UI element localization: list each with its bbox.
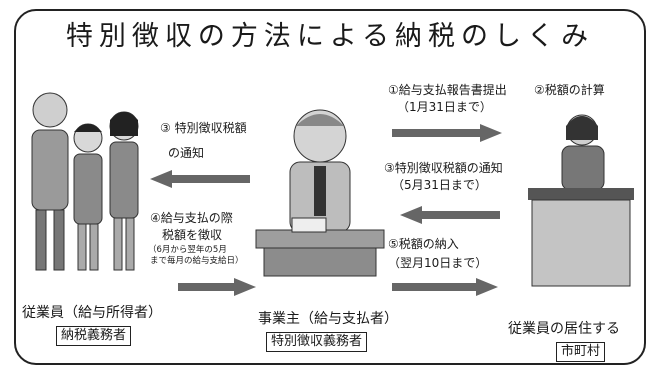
arrow-withholding-to-employer [178,278,256,296]
step3-city-date: （5月31日まで） [392,178,487,192]
step4-note-line2: まで毎月の給与支給日） [150,256,244,266]
step3-employee-title: ③ 特別徴収税額 [160,121,247,135]
step4-note-line1: （6月から翌年の5月 [148,245,227,255]
diagram-title: 特別徴収の方法による納税のしくみ [65,21,595,52]
arrow-notice-to-employees [150,170,250,188]
employer-role-label: 事業主（給与支払者） [258,311,398,327]
step3-city-title: ③特別徴収税額の通知 [384,161,503,175]
employer-status-box: 特別徴収義務者 [266,332,368,352]
step4-title: ④給与支払の際 [150,211,233,225]
employee-status-box: 納税義務者 [56,326,132,346]
step1-date: （1月31日まで） [397,100,492,114]
arrow-report-to-city [392,124,502,142]
step2-title: ②税額の計算 [534,83,605,97]
step3-employee-sub: の通知 [168,146,205,160]
step1-title: ①給与支払報告書提出 [388,83,507,97]
employer-illustration [255,109,385,277]
step4-sub: 税額を徴収 [162,228,223,242]
city-illustration [528,114,634,287]
diagram-frame [14,9,646,365]
city-role-label: 従業員の居住する [508,321,620,337]
arrow-payment-to-city [392,278,498,296]
step5-date: （翌月10日まで） [388,256,488,270]
employee-role-label: 従業員（給与所得者） [22,305,162,321]
step5-title: ⑤税額の納入 [388,237,459,251]
arrow-notice-to-employer [400,206,500,224]
city-status-box: 市町村 [556,342,606,362]
employees-illustration [31,92,139,271]
